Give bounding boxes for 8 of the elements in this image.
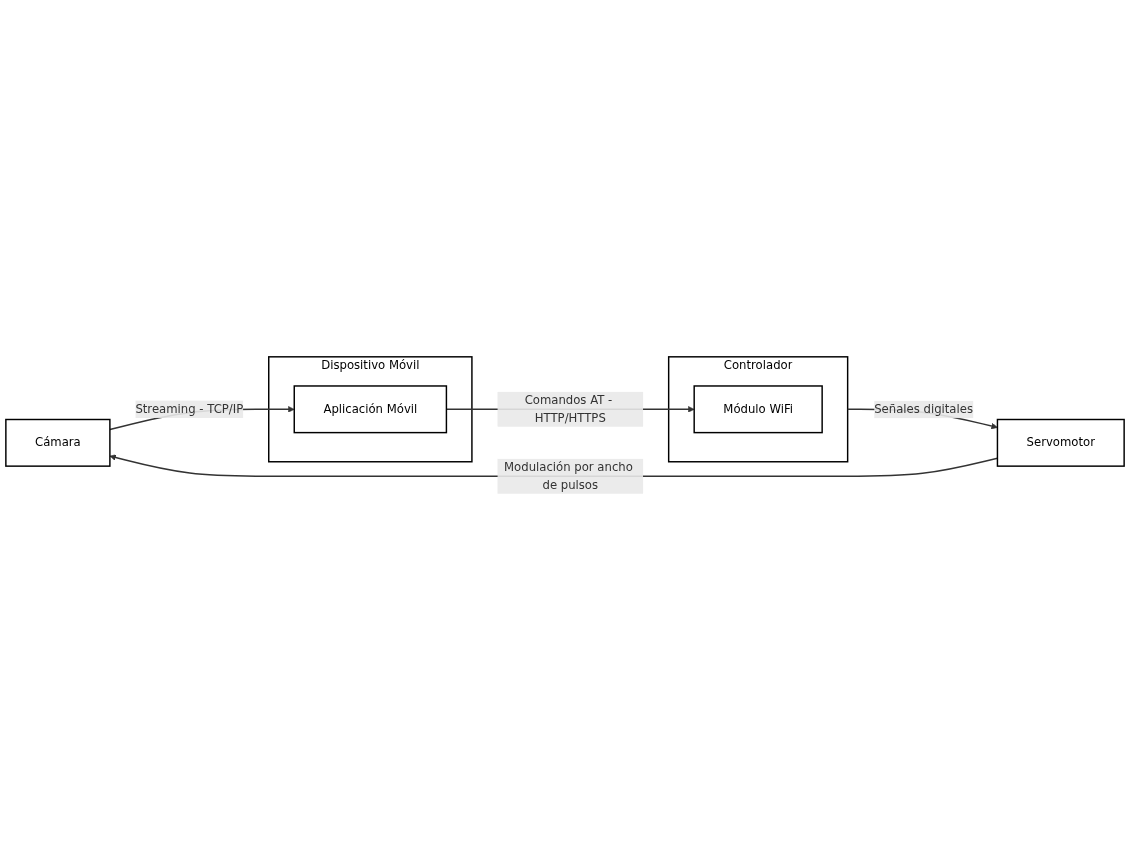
edge-label: Comandos AT - HTTP/HTTPS <box>524 392 613 425</box>
node-box: Aplicación Móvil <box>293 384 448 434</box>
node-box: Servomotor <box>996 418 1125 467</box>
edge-label: Modulación por ancho de pulsos <box>504 459 633 492</box>
node-box: Módulo WiFi <box>693 384 823 434</box>
edge-label: Señales digitales <box>874 401 973 416</box>
edge-label: Streaming - TCP/IP <box>135 401 244 416</box>
node-box: Cámara <box>5 418 111 467</box>
